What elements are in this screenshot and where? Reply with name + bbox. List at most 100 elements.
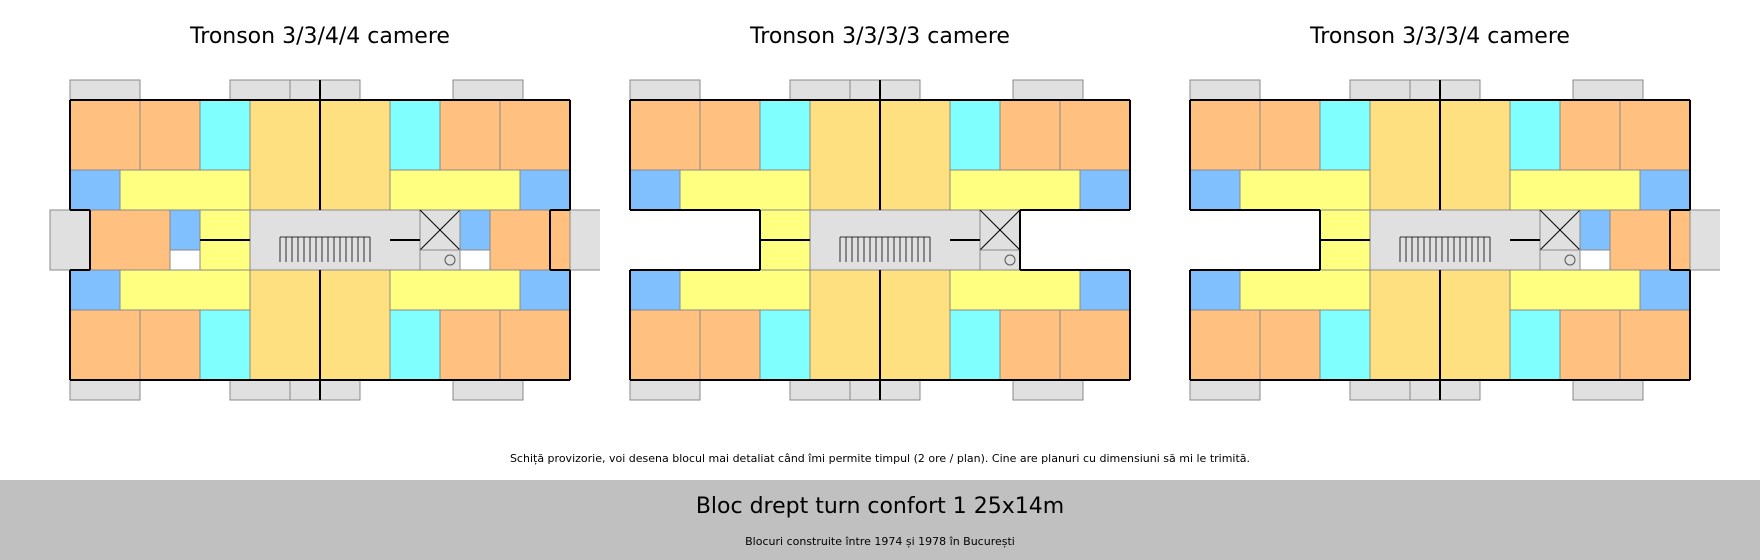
room xyxy=(999,99,1061,181)
balcony-top xyxy=(69,79,141,101)
room xyxy=(139,299,201,381)
living-room xyxy=(1439,269,1511,381)
bathroom xyxy=(629,169,681,211)
balcony-bottom xyxy=(1012,379,1084,401)
balcony-top xyxy=(1572,79,1644,101)
notch xyxy=(629,210,760,270)
balcony-bottom xyxy=(289,379,361,401)
chute xyxy=(419,249,461,271)
hallway xyxy=(1239,269,1371,311)
balcony-top xyxy=(1012,79,1084,101)
room xyxy=(69,309,141,381)
living-room xyxy=(1369,269,1441,381)
room xyxy=(699,299,761,381)
balcony-top xyxy=(1189,79,1261,101)
balcony-side xyxy=(49,209,91,271)
chute xyxy=(1539,249,1581,271)
plan-1 xyxy=(49,79,600,401)
bathroom xyxy=(1579,209,1611,251)
room xyxy=(439,99,501,181)
bathroom xyxy=(629,269,681,311)
hallway xyxy=(1509,269,1641,311)
room xyxy=(1189,309,1261,381)
notch xyxy=(1189,210,1320,270)
hallway xyxy=(389,269,521,311)
hallway xyxy=(949,169,1081,211)
room xyxy=(1059,99,1131,171)
balcony-top xyxy=(629,79,701,101)
bathroom xyxy=(519,269,571,311)
living-room xyxy=(809,99,881,211)
bathroom xyxy=(1189,169,1241,211)
room xyxy=(1189,99,1261,171)
room xyxy=(139,99,201,181)
hallway xyxy=(119,269,251,311)
room xyxy=(489,209,571,271)
hallway xyxy=(389,169,521,211)
balcony-top xyxy=(452,79,524,101)
balcony-bottom xyxy=(69,379,141,401)
living-room xyxy=(1369,99,1441,211)
balcony-bottom xyxy=(849,379,921,401)
balcony-side xyxy=(1689,209,1720,271)
balcony-top xyxy=(849,79,921,101)
hallway xyxy=(1239,169,1371,211)
bathroom xyxy=(1189,269,1241,311)
room xyxy=(439,299,501,381)
living-room xyxy=(1439,99,1511,211)
hallway xyxy=(679,269,811,311)
bathroom xyxy=(69,169,121,211)
bathroom xyxy=(1079,169,1131,211)
chute xyxy=(979,249,1021,271)
bathroom xyxy=(1639,269,1691,311)
room xyxy=(629,309,701,381)
notch xyxy=(1020,210,1131,270)
footer-title: Bloc drept turn confort 1 25x14m xyxy=(695,494,1065,519)
hallway xyxy=(679,169,811,211)
footer-bar: Bloc drept turn confort 1 25x14m Blocuri… xyxy=(0,480,1760,560)
plan-3 xyxy=(1189,79,1720,401)
plan-title-2: Tronson 3/3/3/3 camere xyxy=(750,24,1010,49)
living-room xyxy=(319,99,391,211)
balcony-top xyxy=(289,79,361,101)
balcony-bottom xyxy=(1572,379,1644,401)
balcony-bottom xyxy=(629,379,701,401)
living-room xyxy=(249,99,321,211)
elevator-cross xyxy=(419,209,461,251)
balcony-top xyxy=(1409,79,1481,101)
chute-icon xyxy=(1004,254,1016,266)
living-room xyxy=(319,269,391,381)
bathroom xyxy=(169,209,201,251)
room xyxy=(699,99,761,181)
room xyxy=(499,99,571,171)
hallway xyxy=(1509,169,1641,211)
room xyxy=(1259,99,1321,181)
room xyxy=(1259,299,1321,381)
room xyxy=(69,99,141,171)
room xyxy=(999,299,1061,381)
room xyxy=(1619,99,1691,171)
room xyxy=(1559,299,1621,381)
plan-title-3: Tronson 3/3/3/4 camere xyxy=(1310,24,1570,49)
elevator-cross xyxy=(1539,209,1581,251)
hallway xyxy=(949,269,1081,311)
balcony-bottom xyxy=(452,379,524,401)
provisional-note: Schiță provizorie, voi desena blocul mai… xyxy=(509,452,1251,465)
chute-icon xyxy=(444,254,456,266)
balcony-bottom xyxy=(1189,379,1261,401)
living-room xyxy=(809,269,881,381)
living-room xyxy=(879,269,951,381)
plan-2 xyxy=(629,79,1131,401)
bathroom xyxy=(459,209,491,251)
room xyxy=(89,209,171,271)
room xyxy=(1559,99,1621,181)
bathroom xyxy=(69,269,121,311)
bathroom xyxy=(1639,169,1691,211)
living-room xyxy=(879,99,951,211)
bathroom xyxy=(519,169,571,211)
room xyxy=(1619,309,1691,381)
chute-icon xyxy=(1564,254,1576,266)
room xyxy=(629,99,701,171)
living-room xyxy=(249,269,321,381)
hallway xyxy=(119,169,251,211)
